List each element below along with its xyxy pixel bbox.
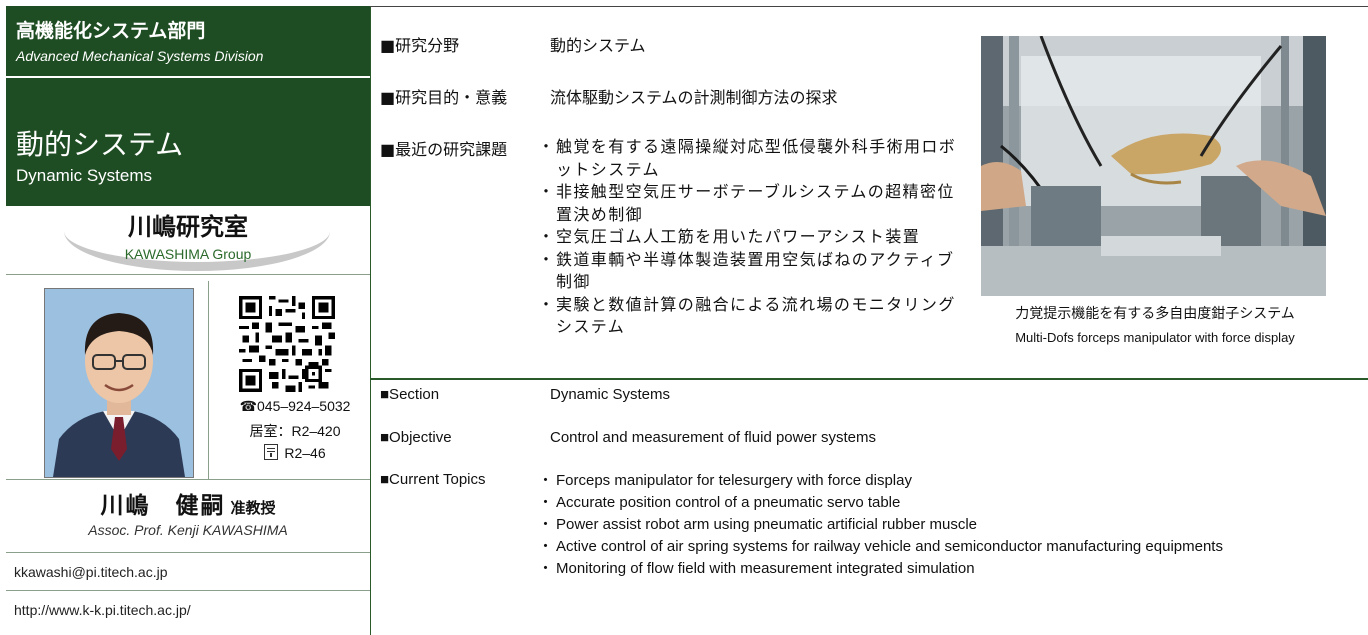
objective-value-en: Control and measurement of fluid power s… bbox=[550, 429, 876, 446]
section-label-en: ■Section bbox=[380, 386, 440, 403]
website-link[interactable]: http://www.k-k.pi.titech.ac.jp/ bbox=[14, 602, 191, 618]
topics-list-jp: 触覚を有する遠隔操縦対応型低侵襲外科手術用ロボットシステム 非接触型空気圧サーボ… bbox=[538, 136, 958, 339]
research-area-block: 動的システム Dynamic Systems bbox=[6, 78, 370, 206]
group-name-jp: 川嶋研究室 bbox=[128, 213, 248, 241]
purpose-label-jp: ■研究目的・意義 bbox=[380, 88, 508, 107]
list-item: 触覚を有する遠隔操縦対応型低侵襲外科手術用ロボットシステム bbox=[538, 136, 958, 181]
portrait-photo bbox=[44, 288, 194, 478]
mailbox: R2–46 bbox=[220, 444, 370, 461]
field-value-jp: 動的システム bbox=[550, 36, 646, 55]
section-value-en: Dynamic Systems bbox=[550, 386, 671, 403]
divider bbox=[6, 552, 370, 553]
manipulator-photo bbox=[981, 36, 1326, 296]
section-divider bbox=[370, 378, 1368, 380]
divider bbox=[6, 590, 370, 591]
divider bbox=[6, 274, 370, 275]
objective-label-en: ■Objective bbox=[380, 429, 452, 446]
list-item: 実験と数値計算の融合による流れ場のモニタリングシステム bbox=[538, 294, 958, 339]
top-rule bbox=[370, 6, 1368, 7]
profile-sidebar: 高機能化システム部門 Advanced Mechanical Systems D… bbox=[6, 6, 371, 635]
group-name-en: KAWASHIMA Group bbox=[124, 246, 252, 262]
mailbox-number: R2–46 bbox=[284, 445, 326, 461]
list-item: 鉄道車輌や半導体製造装置用空気ばねのアクティブ制御 bbox=[538, 249, 958, 294]
person-name-row: 川嶋 健嗣 准教授 bbox=[6, 486, 370, 520]
division-name-en: Advanced Mechanical Systems Division bbox=[16, 48, 264, 64]
topics-list-en: Forceps manipulator for telesurgery with… bbox=[538, 470, 1360, 580]
division-name-jp: 高機能化システム部門 bbox=[16, 20, 206, 42]
divider bbox=[208, 281, 209, 479]
room-number: 居室：R2–420 bbox=[249, 423, 341, 439]
phone-number: ☎045–924–5032 bbox=[239, 398, 351, 414]
list-item: Accurate position control of a pneumatic… bbox=[538, 492, 1360, 514]
person-name-en: Assoc. Prof. Kenji KAWASHIMA bbox=[88, 522, 288, 538]
person-name: 川嶋 健嗣 bbox=[100, 493, 226, 519]
list-item: Monitoring of flow field with measuremen… bbox=[538, 558, 1360, 580]
email-link[interactable]: kkawashi@pi.titech.ac.jp bbox=[14, 564, 168, 580]
topics-label-en: ■Current Topics bbox=[380, 471, 486, 488]
group-name-block: 川嶋研究室 KAWASHIMA Group bbox=[6, 206, 370, 274]
purpose-value-jp: 流体駆動システムの計測制御方法の探求 bbox=[550, 88, 838, 107]
list-item: 非接触型空気圧サーボテーブルシステムの超精密位置決め制御 bbox=[538, 181, 958, 226]
portrait-illustration bbox=[45, 289, 193, 477]
topics-label-jp: ■最近の研究課題 bbox=[380, 140, 508, 159]
list-item: Power assist robot arm using pneumatic a… bbox=[538, 514, 1360, 536]
person-title: 准教授 bbox=[230, 499, 276, 517]
list-item: Active control of air spring systems for… bbox=[538, 536, 1360, 558]
divider bbox=[6, 479, 370, 480]
photo-caption-jp: 力覚提示機能を有する多自由度鉗子システム bbox=[1015, 306, 1295, 322]
division-header: 高機能化システム部門 Advanced Mechanical Systems D… bbox=[6, 6, 370, 76]
manipulator-illustration bbox=[981, 36, 1326, 296]
list-item: Forceps manipulator for telesurgery with… bbox=[538, 470, 1360, 492]
group-arc-decoration bbox=[64, 214, 330, 271]
research-area-jp: 動的システム bbox=[16, 128, 184, 161]
photo-caption-en: Multi-Dofs forceps manipulator with forc… bbox=[1015, 330, 1295, 345]
mailbox-icon bbox=[264, 444, 279, 460]
research-area-en: Dynamic Systems bbox=[16, 166, 153, 185]
field-label-jp: ■研究分野 bbox=[380, 36, 460, 55]
qr-code-icon[interactable] bbox=[239, 296, 335, 392]
list-item: 空気圧ゴム人工筋を用いたパワーアシスト装置 bbox=[538, 226, 958, 249]
